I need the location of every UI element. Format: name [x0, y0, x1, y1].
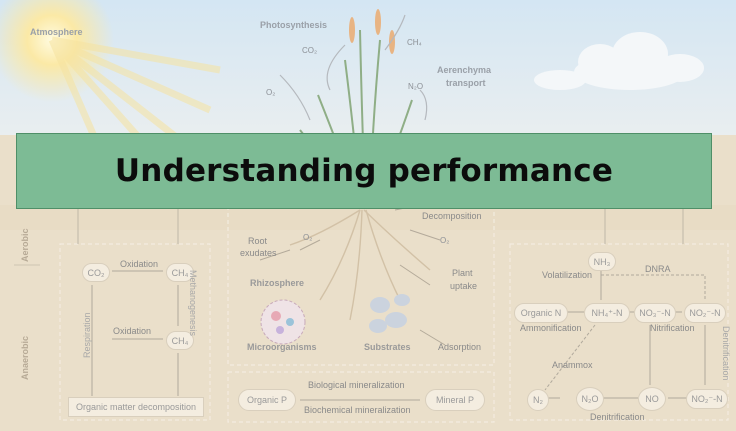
- root-label: Root: [248, 236, 268, 246]
- anammox-label: Anammox: [552, 360, 593, 370]
- oxidation-top-label: Oxidation: [120, 259, 159, 269]
- no-node: NO: [638, 387, 666, 411]
- aerobic-label: Aerobic: [20, 228, 30, 262]
- ch4-top-node: CH₄: [166, 263, 194, 282]
- nh4-node: NH₄⁺-N: [584, 303, 630, 323]
- oxidation-mid-label: Oxidation: [113, 326, 152, 336]
- substrates-label: Substrates: [364, 342, 411, 352]
- ch4-gas-label: CH₄: [407, 38, 422, 47]
- denitrification-vertical-label: Denitrification: [721, 326, 731, 381]
- photosynthesis-label: Photosynthesis: [260, 20, 328, 30]
- ammonification-label: Ammonification: [520, 323, 582, 333]
- organic-p-node: Organic P: [238, 389, 296, 411]
- nh3-node: NH₃: [588, 252, 616, 271]
- n2o-gas-label: N₂O: [408, 82, 424, 91]
- co2-gas-label: CO₂: [302, 46, 318, 55]
- no3-node: NO₃⁻-N: [634, 303, 676, 323]
- uptake-label: uptake: [450, 281, 478, 291]
- no2-top-node: NO₂⁻-N: [684, 303, 726, 323]
- mineral-p-node: Mineral P: [425, 389, 485, 411]
- aerenchyma-label: Aerenchyma: [437, 65, 492, 75]
- nitrification-label: Nitrification: [650, 323, 695, 333]
- biological-mineralization-label: Biological mineralization: [308, 380, 405, 390]
- cloud-icon: [534, 32, 704, 90]
- o2-root-label-b: O₂: [440, 236, 450, 245]
- aerenchyma-transport-label: transport: [446, 78, 486, 88]
- respiration-label: Respiration: [82, 312, 92, 358]
- n2-node: N₂: [527, 389, 549, 411]
- biochemical-mineralization-label: Biochemical mineralization: [304, 405, 411, 415]
- o2-gas-label: O₂: [266, 88, 276, 97]
- adsorption-label: Adsorption: [438, 342, 482, 352]
- no2-bottom-node: NO₂⁻-N: [686, 389, 728, 409]
- banner-title: Understanding performance: [114, 153, 614, 189]
- organic-n-node: Organic N: [514, 303, 568, 323]
- decomposition-label: Decomposition: [422, 211, 482, 221]
- rhizosphere-label: Rhizosphere: [250, 278, 305, 288]
- volatilization-label: Volatilization: [542, 270, 593, 280]
- dnra-label: DNRA: [645, 264, 671, 274]
- microorganisms-label: Microorganisms: [247, 342, 317, 352]
- organic-matter-decomposition-node: Organic matter decomposition: [68, 397, 204, 417]
- plant-label: Plant: [452, 268, 473, 278]
- methanogenesis-label: Methanogenesis: [188, 270, 198, 337]
- o2-root-label-a: O₂: [303, 233, 313, 242]
- n2o-node: N₂O: [576, 387, 604, 411]
- microorganisms-icon: [260, 299, 306, 345]
- denitrification-horizontal-label: Denitrification: [590, 412, 645, 422]
- anaerobic-label: Anaerobic: [20, 335, 30, 380]
- substrates-icon: [369, 294, 410, 333]
- ch4-mid-node: CH₄: [166, 331, 194, 350]
- title-banner: Understanding performance: [16, 133, 712, 209]
- co2-node: CO₂: [82, 263, 110, 282]
- exudates-label: exudates: [240, 248, 277, 258]
- atmosphere-label: Atmosphere: [30, 27, 83, 37]
